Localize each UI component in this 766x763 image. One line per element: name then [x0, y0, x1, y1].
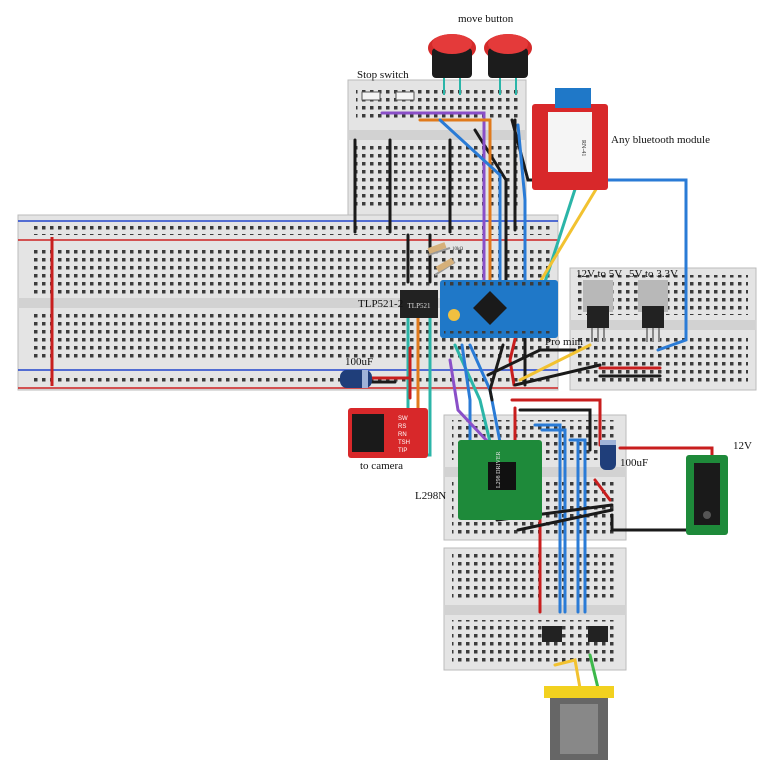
power-jack-12v — [686, 455, 728, 535]
cap2-label: 100uF — [620, 457, 649, 469]
v12-label: 12V — [733, 440, 752, 452]
tlp521-chip: TLP521 — [400, 290, 438, 318]
stop-switches — [361, 91, 415, 101]
motor — [544, 686, 614, 760]
reg-5-33-label: 5V to 3.3V — [629, 268, 678, 280]
bottom-breadboard — [443, 547, 627, 671]
bt-module-text: RN-41 — [580, 140, 586, 156]
bluetooth-module: RN-41 — [532, 88, 608, 190]
move-button-label: move button — [458, 13, 514, 25]
regulator-12v-5v — [583, 280, 613, 342]
reg-12-5-label: 12V to 5V — [576, 268, 623, 280]
pro-mini-label: Pro mini — [545, 336, 584, 348]
camera-jack-board: SW RS RN TSH TIP — [348, 408, 428, 458]
bluetooth-label: Any bluetooth module — [611, 134, 710, 146]
svg-text:TIP: TIP — [398, 448, 407, 454]
tlp-label: TLP521-2 — [358, 298, 404, 310]
resistors: 10kΩ — [427, 242, 464, 276]
regulator-5v-3v3 — [638, 280, 668, 342]
top-breadboard — [347, 79, 527, 216]
capacitor-1 — [340, 370, 372, 388]
l298n-label: L298N — [415, 490, 447, 502]
svg-text:RS: RS — [398, 424, 406, 430]
l298n-board: L298 DRIVER — [458, 440, 542, 520]
capacitor-2 — [600, 440, 616, 470]
svg-text:RN: RN — [398, 432, 407, 438]
svg-text:SW: SW — [398, 416, 408, 422]
cap1-label: 100uF — [345, 356, 374, 368]
l298-board-text: L298 DRIVER — [496, 452, 502, 489]
svg-text:TSH: TSH — [398, 440, 410, 446]
jack-pin-labels: SW RS RN TSH TIP — [398, 416, 410, 454]
tlp-chip-text: TLP521 — [408, 302, 431, 310]
pro-mini-board — [440, 280, 558, 338]
camera-label: to camera — [360, 460, 404, 472]
move-button-right — [484, 34, 532, 95]
diodes — [542, 626, 608, 642]
move-button-left — [428, 34, 476, 95]
stop-switch-label: Stop switch — [357, 69, 409, 81]
resistor-label: 10kΩ — [452, 247, 464, 252]
